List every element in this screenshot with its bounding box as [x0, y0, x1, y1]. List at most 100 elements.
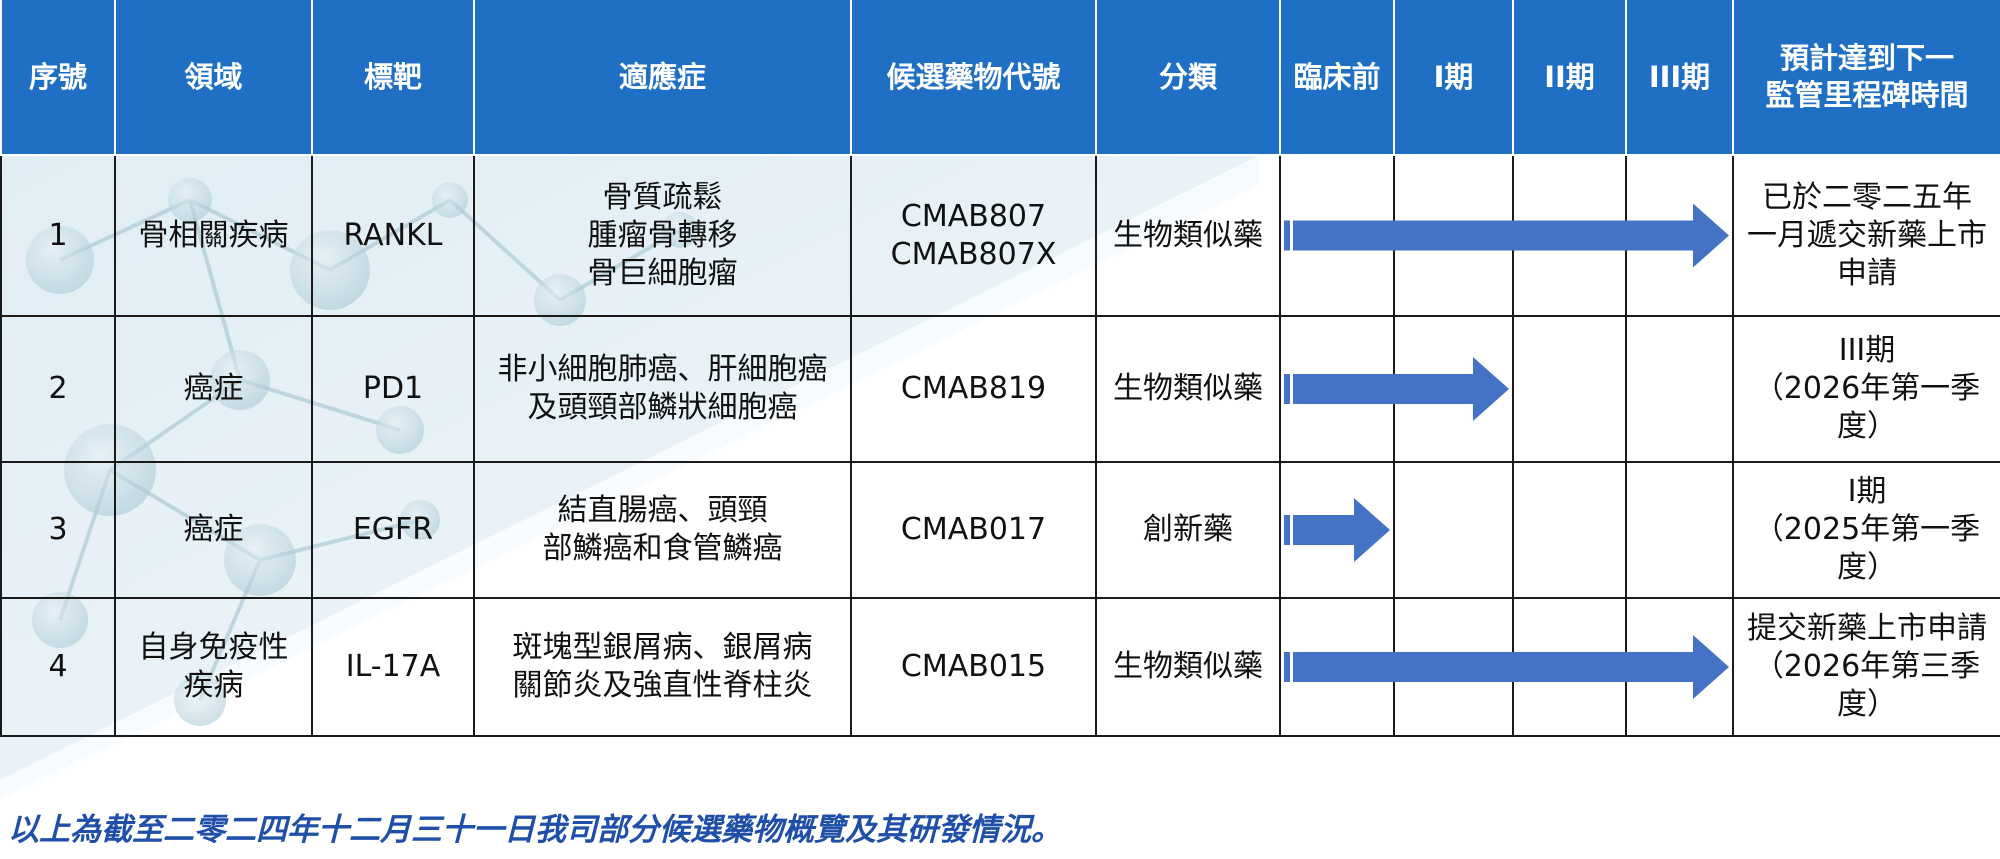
- header-indication: 適應症: [473, 0, 852, 156]
- cell-text: CMAB017: [900, 512, 1047, 547]
- table-header-row: 序號 領域 標靶 適應症 候選藥物代號分類臨床前 I期 II期 III期 預計達到下一監管里程碑…: [0, 0, 2000, 156]
- cell-milestone: I期（2025年第一季度）: [1732, 461, 2000, 599]
- cell-text: CMAB807: [900, 198, 1047, 234]
- cell-preclinical: [1279, 461, 1395, 599]
- cell-text: 疾病: [183, 668, 244, 703]
- cell-text: 提交新藥上市申請: [1747, 611, 1987, 646]
- cell-text: 非小細胞肺癌、肝細胞癌: [497, 352, 828, 387]
- cell-text: 骨相關疾病: [138, 217, 289, 253]
- cell-phase-1: [1393, 461, 1514, 599]
- cell-text: CMAB819: [900, 371, 1047, 406]
- cell-text: CMAB015: [900, 649, 1047, 684]
- header-label: 臨床前: [1293, 59, 1381, 94]
- cell-target: EGFR: [311, 461, 475, 599]
- cell-text: 部鱗癌和食管鱗癌: [542, 531, 783, 566]
- cell-indication: 斑塊型銀屑病、銀屑病關節炎及強直性脊柱炎: [473, 597, 852, 737]
- cell-text: 度）: [1837, 409, 1897, 444]
- cell-phase-3: [1625, 315, 1734, 463]
- cell-text: （2026年第三季: [1753, 649, 1981, 684]
- cell-phase-1: [1393, 154, 1514, 317]
- cell-text: 癌症: [183, 371, 244, 406]
- header-category: 分類: [1095, 0, 1281, 156]
- cell-category: 生物類似藥: [1095, 315, 1281, 463]
- header-phase-1: I期: [1393, 0, 1514, 156]
- cell-phase-3: [1625, 154, 1734, 317]
- cell-text: 結直腸癌、頭頸: [557, 493, 768, 528]
- header-label: 適應症: [618, 59, 706, 94]
- pipeline-table: 序號 領域 標靶 適應症 候選藥物代號分類臨床前 I期 II期 III期 預計達到下一監管里程碑…: [0, 0, 2000, 737]
- cell-text: （2026年第一季: [1753, 371, 1981, 406]
- cell-milestone: 已於二零二五年一月遞交新藥上市申請: [1732, 154, 2000, 317]
- cell-text: 骨巨細胞瘤: [587, 255, 738, 291]
- cell-text: 度）: [1837, 550, 1897, 585]
- header-phase-2: II期: [1512, 0, 1627, 156]
- cell-text: 一月遞交新藥上市: [1747, 217, 1987, 253]
- cell-code: CMAB819: [850, 315, 1097, 463]
- header-label: 標靶: [363, 59, 422, 94]
- cell-phase-2: [1512, 461, 1627, 599]
- header-number: 序號: [0, 0, 116, 156]
- header-target: 標靶: [311, 0, 475, 156]
- cell-text: 癌症: [183, 512, 244, 547]
- cell-text: 自身免疫性: [138, 630, 289, 665]
- footnote: 以上為截至二零二四年十二月三十一日我司部分候選藥物概覽及其研發情況。: [8, 812, 1062, 848]
- cell-number: 3: [0, 461, 116, 599]
- cell-code: CMAB017: [850, 461, 1097, 599]
- cell-field: 自身免疫性疾病: [114, 597, 313, 737]
- cell-phase-3: [1625, 597, 1734, 737]
- header-preclinical: 臨床前: [1279, 0, 1395, 156]
- cell-phase-2: [1512, 597, 1627, 737]
- cell-text: 度）: [1837, 687, 1897, 722]
- header-label: II期: [1544, 59, 1595, 94]
- cell-code: CMAB015: [850, 597, 1097, 737]
- header-label: 領域: [184, 59, 243, 94]
- cell-text: III期: [1838, 333, 1896, 368]
- cell-target: RANKL: [311, 154, 475, 317]
- cell-field: 癌症: [114, 315, 313, 463]
- cell-phase-1: [1393, 315, 1514, 463]
- cell-preclinical: [1279, 315, 1395, 463]
- cell-indication: 結直腸癌、頭頸部鱗癌和食管鱗癌: [473, 461, 852, 599]
- cell-text: 已於二零二五年: [1762, 179, 1972, 215]
- header-code: 候選藥物代號: [850, 0, 1097, 156]
- cell-text: 斑塊型銀屑病、銀屑病: [512, 630, 813, 665]
- cell-text: 申請: [1837, 255, 1897, 291]
- cell-category: 生物類似藥: [1095, 154, 1281, 317]
- cell-phase-2: [1512, 315, 1627, 463]
- cell-preclinical: [1279, 597, 1395, 737]
- cell-indication: 骨質疏鬆腫瘤骨轉移骨巨細胞瘤: [473, 154, 852, 317]
- header-label: 序號: [28, 59, 87, 94]
- cell-milestone: III期（2026年第一季度）: [1732, 315, 2000, 463]
- cell-phase-2: [1512, 154, 1627, 317]
- cell-number: 4: [0, 597, 116, 737]
- cell-indication: 非小細胞肺癌、肝細胞癌及頭頸部鱗狀細胞癌: [473, 315, 852, 463]
- cell-milestone: 提交新藥上市申請（2026年第三季度）: [1732, 597, 2000, 737]
- header-label: 預計達到下一: [1779, 41, 1954, 75]
- header-phase-3: III期: [1625, 0, 1734, 156]
- header-label: 監管里程碑時間: [1765, 78, 1969, 112]
- header-label: 候選藥物代號: [886, 59, 1061, 94]
- cell-phase-3: [1625, 461, 1734, 599]
- cell-text: 關節炎及強直性脊柱炎: [512, 668, 813, 703]
- cell-text: （2025年第一季: [1753, 512, 1981, 547]
- cell-target: IL-17A: [311, 597, 475, 737]
- cell-preclinical: [1279, 154, 1395, 317]
- cell-number: 2: [0, 315, 116, 463]
- header-label: III期: [1648, 59, 1711, 94]
- cell-text: I期: [1847, 474, 1887, 509]
- cell-target: PD1: [311, 315, 475, 463]
- cell-text: 骨質疏鬆: [602, 179, 723, 215]
- cell-category: 生物類似藥: [1095, 597, 1281, 737]
- cell-text: 及頭頸部鱗狀細胞癌: [527, 390, 798, 425]
- cell-number: 1: [0, 154, 116, 317]
- cell-field: 骨相關疾病: [114, 154, 313, 317]
- cell-category: 創新藥: [1095, 461, 1281, 599]
- header-label: I期: [1433, 59, 1474, 94]
